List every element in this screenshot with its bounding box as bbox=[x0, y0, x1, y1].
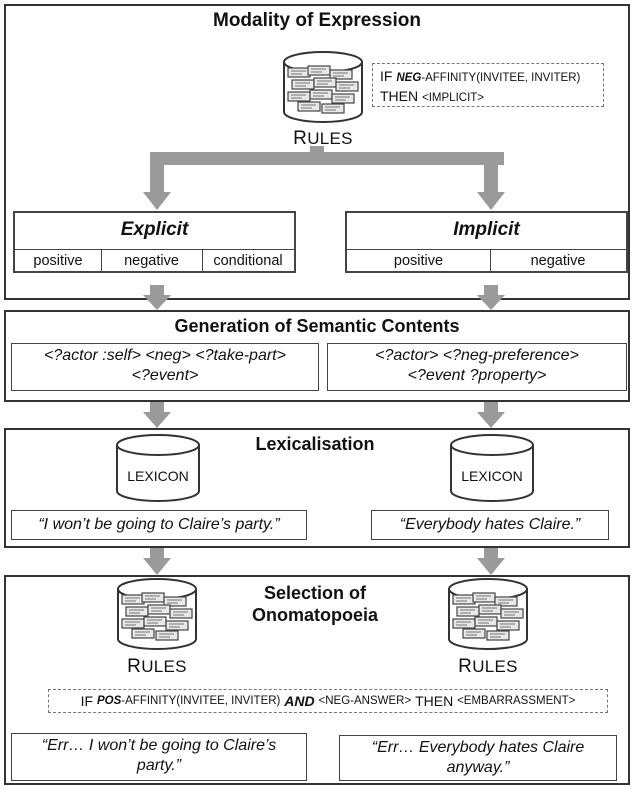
rules-database-icon bbox=[283, 51, 363, 123]
implicit-box: Implicit positive negative bbox=[345, 211, 628, 273]
explicit-cell-positive: positive bbox=[15, 250, 102, 271]
explicit-cell-negative: negative bbox=[101, 250, 203, 271]
onomatopoeia-right-line1: “Err… Everybody hates Claire bbox=[371, 739, 585, 756]
semantic-right-line2: <?event ?property> bbox=[407, 367, 547, 384]
implicit-cell-positive: positive bbox=[347, 250, 491, 271]
rules-left-label: RULES bbox=[127, 656, 187, 677]
explicit-cell-conditional: conditional bbox=[213, 252, 283, 269]
lexicalisation-right-text: “Everybody hates Claire.” bbox=[399, 516, 581, 533]
onomatopoeia-right-box: “Err… Everybody hates Claire anyway.” bbox=[339, 735, 617, 781]
rule-line-2: THEN <IMPLICIT> bbox=[380, 88, 485, 104]
rules-label: RULES bbox=[293, 128, 353, 149]
onomatopoeia-left-box: “Err… I won’t be going to Claire’s party… bbox=[11, 733, 307, 781]
semantic-left-line1: <?actor :self> <neg> <?take-part> bbox=[44, 347, 286, 364]
explicit-box: Explicit positive negative conditional bbox=[13, 211, 296, 273]
lexicon-left-label: LEXICON bbox=[127, 468, 189, 484]
lexicalisation-right-box: “Everybody hates Claire.” bbox=[371, 510, 609, 540]
onomatopoeia-title-line1: Selection of bbox=[263, 583, 366, 603]
onomatopoeia-title-line2: Onomatopoeia bbox=[251, 605, 378, 625]
rule-line-1: IF NEG-AFFINITY(INVITEE, INVITER) bbox=[380, 68, 581, 84]
lexicalisation-left-box: “I won’t be going to Claire’s party.” bbox=[11, 510, 307, 540]
lexicon-right-icon bbox=[450, 434, 534, 502]
rules-right-label: RULES bbox=[458, 656, 518, 677]
lexicon-right-label: LEXICON bbox=[461, 468, 523, 484]
modality-title: Modality of Expression bbox=[213, 10, 421, 31]
semantic-right-line1: <?actor> <?neg-preference> bbox=[375, 347, 579, 364]
onomatopoeia-left-line2: party.” bbox=[136, 757, 182, 774]
onomatopoeia-left-line1: “Err… I won’t be going to Claire’s bbox=[41, 737, 277, 754]
rules-right-database-icon bbox=[448, 578, 528, 650]
explicit-title: Explicit bbox=[120, 219, 189, 240]
rules-left-database-icon bbox=[117, 578, 197, 650]
explicit-cells: positive negative conditional bbox=[15, 249, 294, 271]
semantic-title: Generation of Semantic Contents bbox=[174, 316, 460, 336]
modality-rule-box: IF NEG-AFFINITY(INVITEE, INVITER) THEN <… bbox=[372, 63, 604, 107]
implicit-title: Implicit bbox=[453, 219, 520, 240]
semantic-right-box: <?actor> <?neg-preference> <?event ?prop… bbox=[327, 343, 627, 391]
lexicalisation-title: Lexicalisation bbox=[255, 434, 375, 454]
semantic-left-line2: <?event> bbox=[131, 367, 199, 384]
lexicalisation-left-text: “I won’t be going to Claire’s party.” bbox=[38, 516, 280, 533]
lexicon-left-icon bbox=[116, 434, 200, 502]
implicit-cell-negative: negative bbox=[530, 252, 586, 269]
implicit-cells: positive negative bbox=[347, 249, 626, 271]
semantic-left-box: <?actor :self> <neg> <?take-part> <?even… bbox=[11, 343, 319, 391]
onomatopoeia-right-line2: anyway.” bbox=[446, 759, 510, 776]
onomatopoeia-rule-box: IF POS-AFFINITY(INVITEE, INVITER) AND <N… bbox=[48, 689, 608, 713]
